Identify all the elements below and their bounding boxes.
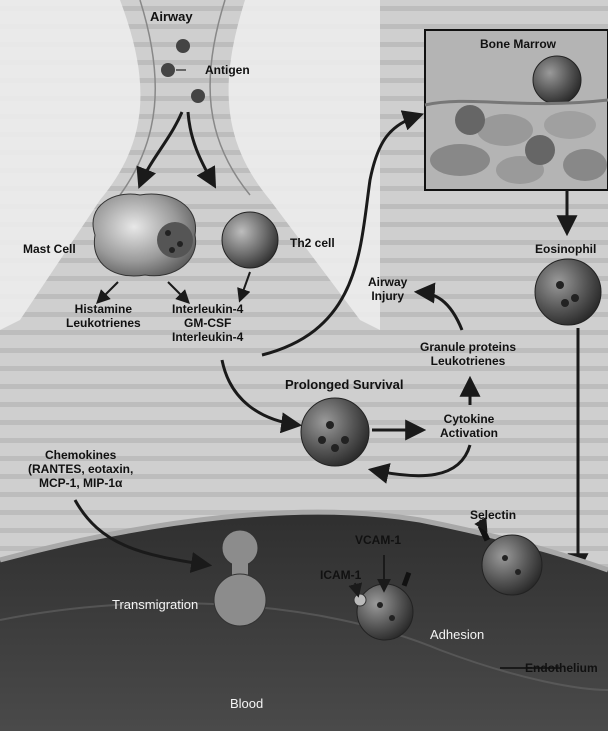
prolonged-survival-cell xyxy=(301,398,369,466)
label-selectin: Selectin xyxy=(470,508,516,522)
mast-cell xyxy=(93,194,196,276)
label-antigen: Antigen xyxy=(205,63,250,77)
label-blood: Blood xyxy=(230,697,263,711)
rolling-eosinophil xyxy=(482,535,542,595)
label-mast-cell: Mast Cell xyxy=(23,242,76,256)
adhesion-cell xyxy=(357,584,413,640)
label-icam: ICAM-1 xyxy=(320,568,361,582)
label-airway: Airway xyxy=(150,10,193,24)
label-bone-marrow: Bone Marrow xyxy=(480,37,556,51)
th2-cell xyxy=(222,212,278,268)
label-th2-cell: Th2 cell xyxy=(290,236,335,250)
label-chemokines: Chemokines(RANTES, eotaxin,MCP-1, MIP-1α xyxy=(28,448,133,490)
label-endothelium: Endothelium xyxy=(525,661,598,675)
bone-marrow-panel xyxy=(425,30,608,190)
label-adhesion: Adhesion xyxy=(430,628,484,642)
eosinophil-cell xyxy=(535,259,601,325)
label-eosinophil: Eosinophil xyxy=(535,242,596,256)
label-vcam: VCAM-1 xyxy=(355,533,401,547)
label-transmigration: Transmigration xyxy=(112,598,198,612)
label-prolonged-survival: Prolonged Survival xyxy=(285,378,403,392)
